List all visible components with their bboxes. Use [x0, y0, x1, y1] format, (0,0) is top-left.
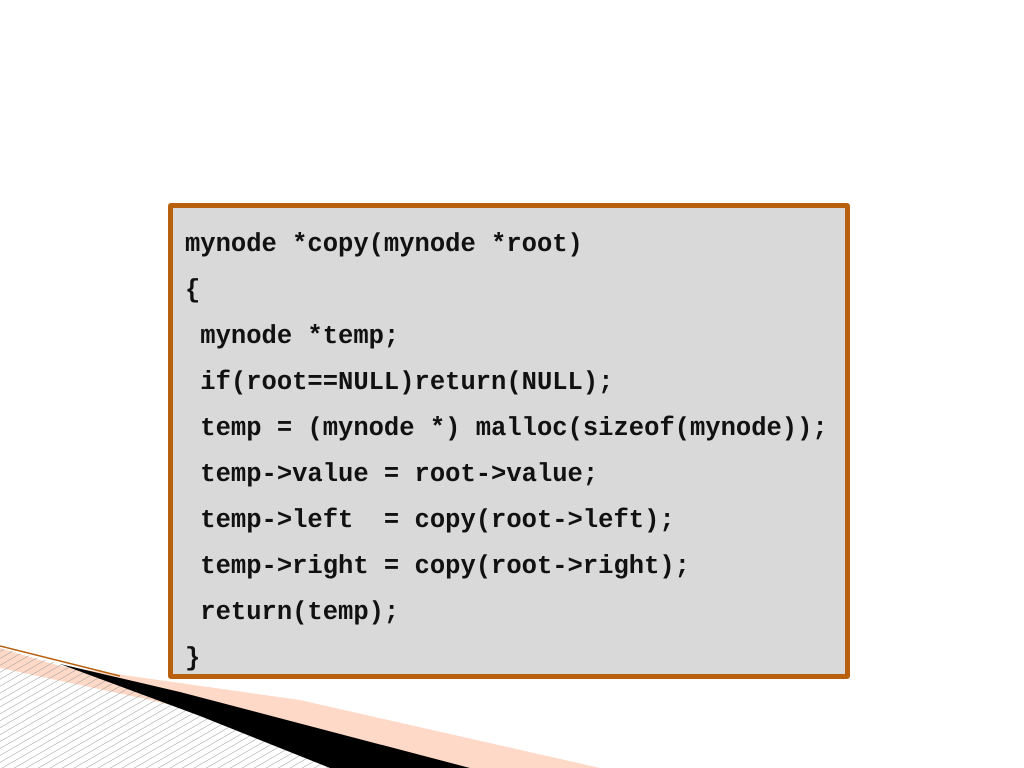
code-line: return(temp);	[185, 598, 400, 627]
code-line: temp->left = copy(root->left);	[185, 506, 675, 535]
code-lines: mynode *copy(mynode *root) { mynode *tem…	[185, 230, 828, 690]
code-line: temp->right = copy(root->right);	[185, 552, 690, 581]
code-line: }	[185, 644, 201, 673]
code-line: temp->value = root->value;	[185, 460, 599, 489]
code-line: temp = (mynode *) malloc(sizeof(mynode))…	[185, 414, 828, 443]
decor-thin-line	[0, 645, 121, 677]
code-box: mynode *copy(mynode *root) { mynode *tem…	[168, 203, 850, 679]
decor-accent-swoosh	[0, 648, 600, 768]
decor-black-swoosh	[60, 664, 470, 768]
code-line: mynode *temp;	[185, 322, 400, 351]
code-line: {	[185, 276, 201, 305]
code-line: if(root==NULL)return(NULL);	[185, 368, 614, 397]
code-line: mynode *copy(mynode *root)	[185, 230, 583, 259]
